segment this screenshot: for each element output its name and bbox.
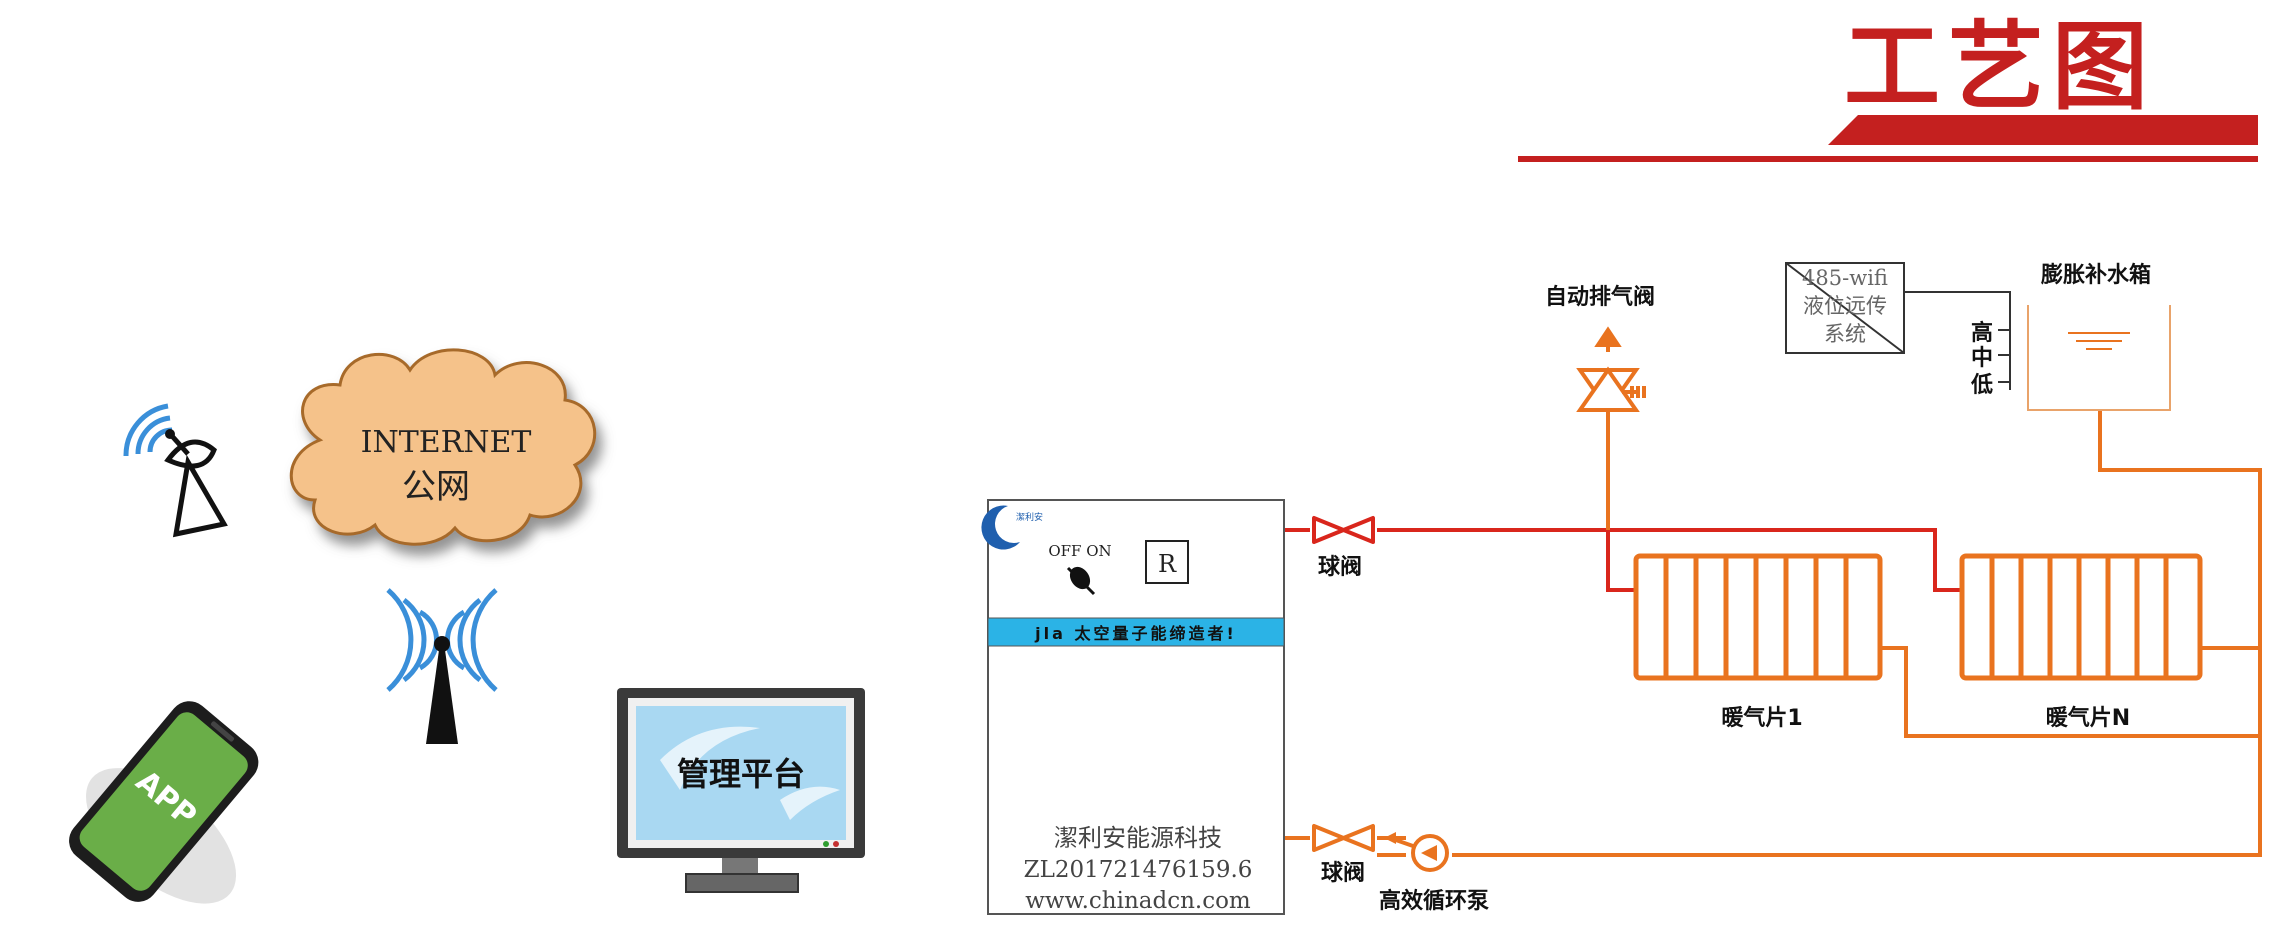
level-system-line3: 系统 [1824,322,1866,346]
svg-text:潔利安: 潔利安 [1016,511,1043,523]
power-switch[interactable] [1066,563,1096,596]
cloud-icon: INTERNET 公网 [289,348,597,546]
level-system-line1: 485-wifi [1802,266,1888,290]
level-mid-label: 中 [1971,346,1993,371]
level-signal-wire [1904,291,2011,390]
radiator-n [1959,553,2203,681]
smartphone-icon: APP [69,701,259,904]
internet-label: INTERNET [361,425,532,460]
radiator-1 [1633,553,1883,681]
level-high-label: 高 [1971,320,1993,346]
radiator-n-label: 暖气片N [2046,705,2130,731]
reset-button[interactable]: R [1145,540,1189,584]
title-block: 工艺图 [1518,11,2258,162]
expansion-tank-label: 膨胀补水箱 [2040,262,2151,288]
patent-number: ZL201721476159.6 [1024,857,1253,883]
radiator-1-label: 暖气片1 [1721,705,1802,731]
website-url: www.chinadcn.com [1025,888,1251,914]
antenna-tower-icon [386,588,498,744]
page-title: 工艺图 [1844,11,2156,123]
gate-valve-icon [1312,824,1375,852]
gate-valve-icon [1312,516,1375,544]
level-system-line2: 液位远传 [1803,294,1887,318]
expansion-tank [2027,305,2171,411]
air-valve-label: 自动排气阀 [1545,284,1655,310]
public-network-label: 公网 [402,467,470,507]
monitor-icon: 管理平台 [617,688,865,893]
level-system-box: 485-wifi 液位远传 系统 [1785,262,1905,354]
supply-pipes [1284,528,1962,592]
logo-icon: 潔利安 [981,505,1043,550]
ball-valve-bottom-label: 球阀 [1321,861,1365,886]
platform-label: 管理平台 [677,755,805,793]
pump-label: 高效循环泵 [1379,888,1489,914]
satellite-dish-icon [123,403,228,538]
ball-valve-top-label: 球阀 [1318,555,1362,580]
title-bar [1828,115,2258,145]
pump-icon [1384,832,1449,872]
level-low-label: 低 [1970,373,1993,398]
power-switch-label: OFF ON [1048,542,1111,560]
reset-button-label: R [1158,550,1177,578]
slogan-banner [987,617,1285,647]
slogan-text: jla 太空量子能缔造者! [1034,624,1237,643]
company-name: 潔利安能源科技 [1054,824,1222,852]
return-pipes [1284,410,2262,857]
title-underline [1518,156,2258,162]
boiler-cabinet: 潔利安 OFF ON R jla 太空量子能缔造者! 潔利安能源科技 ZL201… [981,499,1285,915]
air-release-valve-icon [1576,326,1646,414]
